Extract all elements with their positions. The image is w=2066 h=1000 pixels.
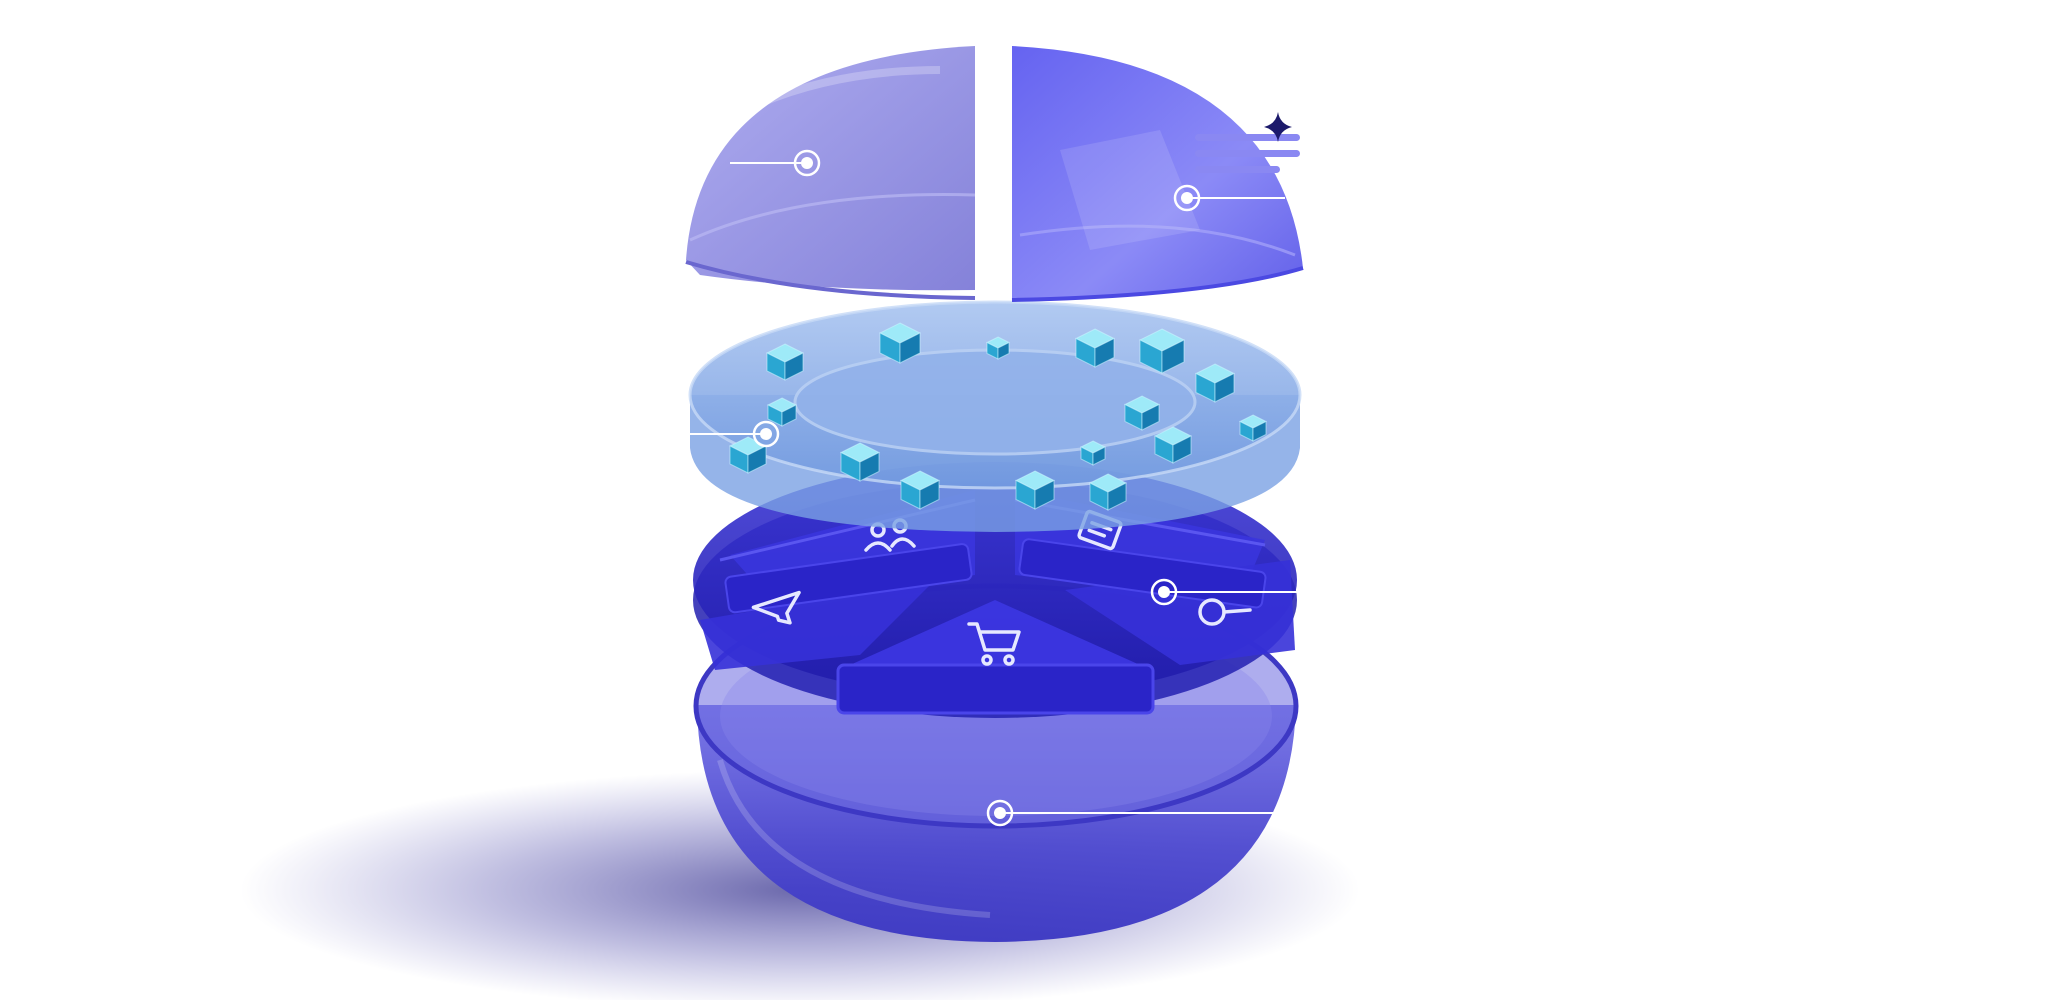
crystal-cube bbox=[1014, 470, 1056, 510]
segment-mid-left bbox=[700, 580, 935, 670]
cart-icon bbox=[967, 622, 1021, 666]
crystal-cube bbox=[1138, 328, 1186, 374]
crystal-cube bbox=[878, 322, 922, 364]
crystal-cube bbox=[1074, 328, 1116, 368]
crystal-cube bbox=[1153, 426, 1193, 464]
crystal-cube bbox=[1238, 414, 1268, 442]
node-bottom bbox=[986, 799, 1014, 827]
crystal-cube bbox=[1123, 395, 1161, 431]
crystal-cube bbox=[985, 336, 1011, 360]
crystal-cube bbox=[728, 436, 768, 474]
node-middle-left bbox=[752, 420, 780, 448]
crystal-cube bbox=[1088, 473, 1128, 511]
node-top-right bbox=[1173, 184, 1201, 212]
crystal-cube bbox=[765, 343, 805, 381]
sparkle-icon bbox=[1195, 112, 1300, 173]
node-middle-right bbox=[1150, 578, 1178, 606]
callout-nodes bbox=[752, 149, 1201, 827]
crystal-cube bbox=[899, 470, 941, 510]
crystal-cube bbox=[1079, 440, 1107, 466]
funnel-icon bbox=[751, 590, 801, 625]
dome-left-half bbox=[685, 46, 976, 300]
dome-right-half bbox=[1011, 46, 1304, 302]
node-top-left bbox=[793, 149, 821, 177]
crystal-cubes bbox=[728, 322, 1268, 511]
crystal-cube bbox=[1194, 363, 1236, 403]
crystal-cube bbox=[839, 442, 881, 482]
search-icon bbox=[1198, 598, 1252, 626]
callout-leaders bbox=[688, 162, 1300, 814]
crystal-cube bbox=[766, 397, 798, 427]
